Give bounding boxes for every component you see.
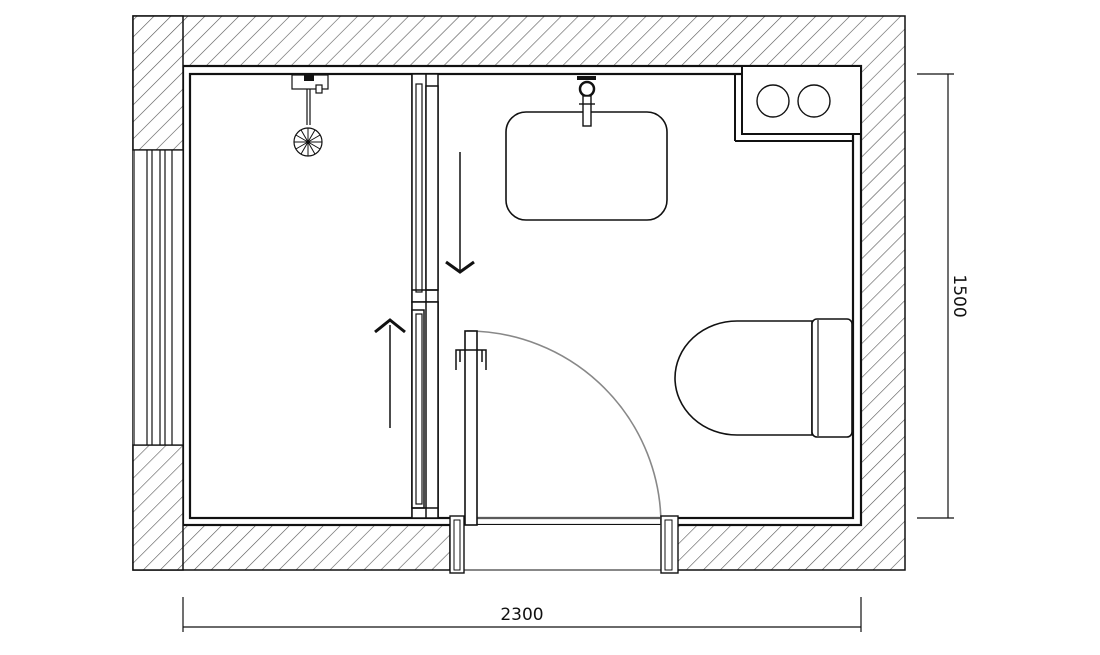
shower-rose-spoke — [300, 141, 309, 155]
shower-rose-spokes — [294, 128, 322, 156]
shower-rose-spoke — [307, 134, 321, 143]
width-dimension-label: 2300 — [500, 605, 543, 625]
window — [133, 149, 184, 446]
shower-rose-spoke — [307, 141, 321, 150]
shower-rose-spoke — [300, 129, 309, 143]
sliding-partition — [411, 73, 439, 519]
width-dimension: 2300 — [182, 597, 862, 632]
slide-up-arrow — [374, 318, 406, 428]
flush-buttons-icon — [734, 65, 862, 142]
shower-rose-spoke — [307, 141, 316, 155]
shower-head-icon — [291, 74, 329, 157]
toilet-icon — [674, 318, 853, 438]
basin-icon — [505, 111, 668, 221]
faucet-icon — [577, 76, 596, 127]
shower-rose-spoke — [295, 141, 309, 150]
door-icon — [449, 330, 679, 574]
height-dimension-label: 1500 — [949, 274, 969, 317]
height-dimension: 1500 — [917, 73, 969, 519]
shower-rose-spoke — [307, 129, 316, 143]
shower-rose-spoke — [295, 134, 309, 143]
slide-down-arrow — [445, 152, 475, 274]
